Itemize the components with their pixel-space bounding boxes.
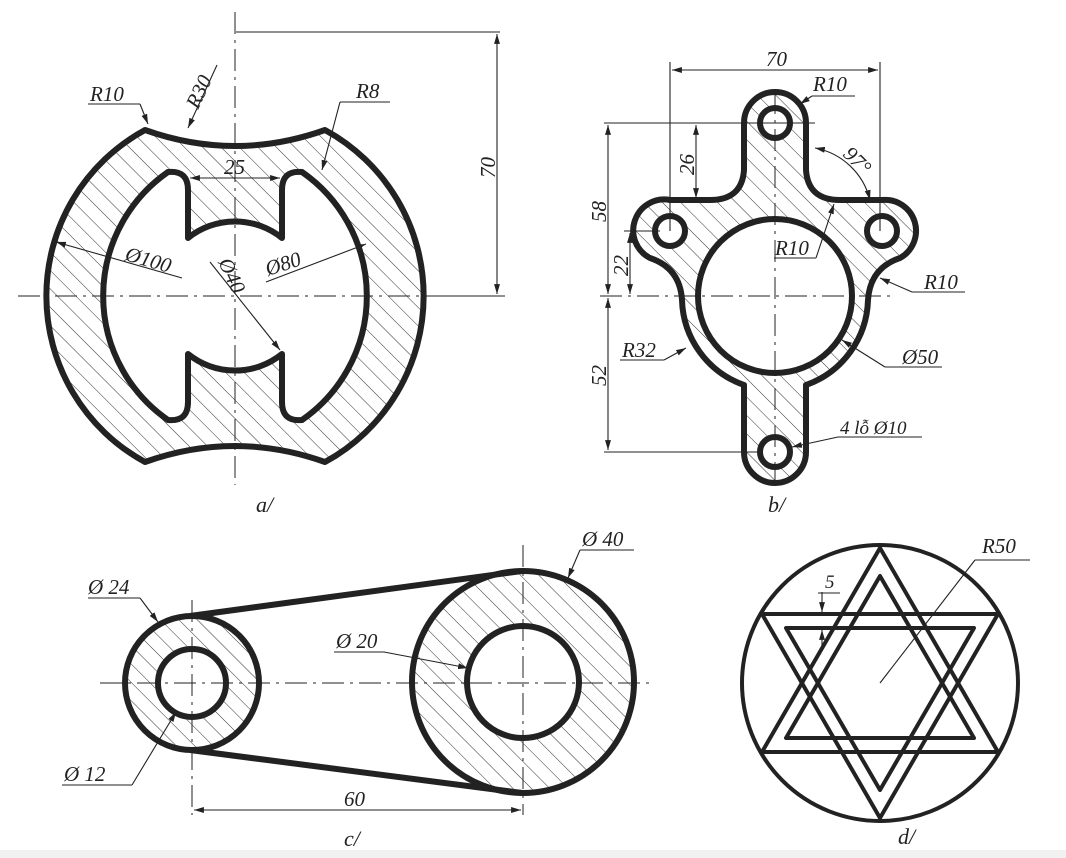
leader-r10-right <box>879 277 913 293</box>
dim-26-label: 26 <box>675 154 699 176</box>
dim-52-label: 52 <box>587 365 611 387</box>
leader-d80 <box>265 243 367 283</box>
dim-70-label: 70 <box>766 47 788 71</box>
leader-d100 <box>55 241 183 279</box>
leader-r10-inner <box>815 203 835 259</box>
label-d80: Ø80 <box>261 247 304 281</box>
leader-holes <box>791 436 839 448</box>
leader-r32 <box>663 347 687 361</box>
label-d24: Ø 24 <box>87 575 130 599</box>
figure-c: Ø 24 Ø 40 Ø 20 Ø 12 60 c/ <box>62 527 650 851</box>
dim-22-label: 22 <box>609 255 633 277</box>
dim-60-label: 60 <box>344 787 366 811</box>
down-triangle-inner <box>784 626 976 792</box>
leader-d24 <box>139 597 159 623</box>
dim-5-label: 5 <box>825 572 835 593</box>
label-d40: Ø40 <box>213 253 251 297</box>
label-d100: Ø100 <box>122 241 175 277</box>
caption-a: a/ <box>256 492 275 517</box>
label-r32: R32 <box>621 338 656 362</box>
label-d20: Ø 20 <box>335 629 378 653</box>
figure-d: R50 5 d/ <box>740 534 1030 849</box>
label-r50: R50 <box>981 534 1016 558</box>
label-r10-right: R10 <box>923 270 958 294</box>
caption-c: c/ <box>344 826 362 851</box>
label-d12: Ø 12 <box>63 762 106 786</box>
leader-d50 <box>841 339 886 368</box>
leader-d40 <box>567 549 581 579</box>
caption-b: b/ <box>768 492 787 517</box>
up-triangle-inner <box>784 574 976 740</box>
label-r10-top: R10 <box>812 72 847 96</box>
label-d50: Ø50 <box>901 345 939 369</box>
tangent-bottom <box>189 747 523 796</box>
up-triangle-outer <box>760 546 1000 754</box>
leader-r30 <box>187 64 218 129</box>
dim-25-label: 25 <box>224 155 245 179</box>
tangent-top <box>189 568 523 619</box>
small-boss-section <box>122 613 262 753</box>
label-r8: R8 <box>355 79 380 103</box>
leader-d20 <box>383 651 469 670</box>
leader-d40 <box>209 261 281 351</box>
down-triangle-outer <box>760 612 1000 820</box>
large-boss-section <box>409 568 637 796</box>
label-holes: 4 lỗ Ø10 <box>840 418 907 439</box>
dim-angle-arc <box>814 146 871 201</box>
label-r10: R10 <box>89 82 124 106</box>
leader-r10-top <box>799 95 813 105</box>
leader-d12 <box>131 711 177 786</box>
figure-a: 70 25 R10 R30 R8 Ø100 Ø80 Ø40 a/ <box>18 12 505 517</box>
label-r10-inner: R10 <box>774 236 809 260</box>
part-a-section <box>43 127 427 465</box>
leader-r8-arrow <box>321 101 341 171</box>
caption-d: d/ <box>898 824 917 849</box>
radius-line <box>879 559 976 684</box>
figure-b: 70 58 52 26 22 97° R10 R10 R10 R32 Ø50 4… <box>587 47 965 517</box>
outer-circle <box>740 543 1020 823</box>
label-angle: 97° <box>838 142 876 180</box>
dim-70-label: 70 <box>476 157 500 179</box>
bottom-strip <box>0 850 1066 858</box>
dim-58-label: 58 <box>587 201 611 223</box>
label-d40: Ø 40 <box>581 527 624 551</box>
leader-r10-arrow <box>139 103 149 125</box>
